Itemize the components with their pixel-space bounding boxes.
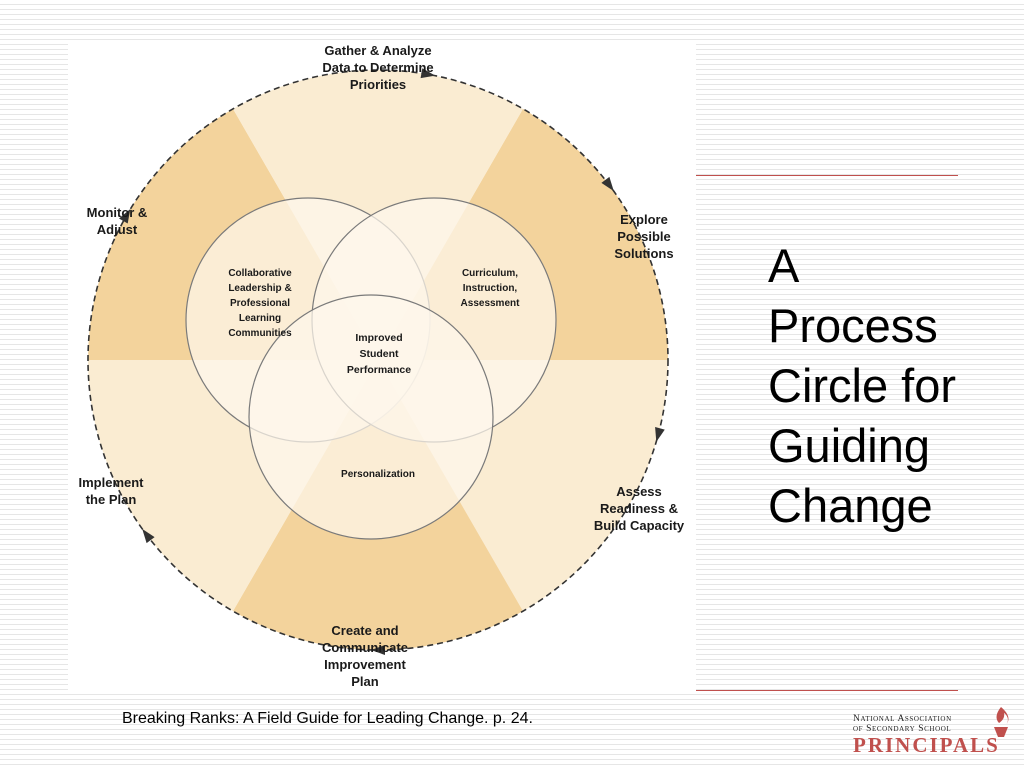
sector-wedge bbox=[213, 70, 543, 360]
cycle-step-label: Create and bbox=[331, 623, 398, 638]
title-line: Process bbox=[768, 299, 938, 352]
venn-label-center: Performance bbox=[347, 364, 411, 376]
torch-flame-icon bbox=[994, 707, 1009, 737]
cycle-step-label: Assess bbox=[616, 484, 662, 499]
cycle-arrowhead bbox=[655, 427, 665, 442]
venn-label-right: Curriculum, bbox=[462, 268, 518, 279]
venn-label-left: Professional bbox=[230, 298, 290, 309]
cycle-step-label: Build Capacity bbox=[594, 518, 685, 533]
cycle-step-label: Gather & Analyze bbox=[324, 43, 431, 58]
logo-line-1: National Association bbox=[853, 714, 952, 724]
title-line: Guiding bbox=[768, 419, 930, 472]
venn-label-right: Instruction, bbox=[463, 283, 518, 294]
title-line: A bbox=[768, 239, 800, 292]
venn-circle-bottom bbox=[248, 294, 494, 540]
cycle-arrowhead bbox=[119, 208, 131, 224]
cycle-step-label: Implement bbox=[78, 475, 144, 490]
logo-line-2: of Secondary School bbox=[853, 724, 952, 734]
cycle-step-label: Communicate bbox=[322, 640, 408, 655]
venn-label-center: Student bbox=[359, 348, 399, 360]
cycle-step-label: Possible bbox=[617, 229, 670, 244]
cycle-step-label: Solutions bbox=[614, 246, 673, 261]
nassp-logo: National Association of Secondary School… bbox=[853, 705, 1018, 757]
title-line: Change bbox=[768, 479, 933, 532]
source-citation: Breaking Ranks: A Field Guide for Leadin… bbox=[122, 710, 533, 727]
cycle-step-label: Improvement bbox=[324, 657, 406, 672]
cycle-arrowhead bbox=[420, 68, 436, 79]
venn-label-left: Leadership & bbox=[228, 283, 291, 294]
cycle-step-label: Monitor & bbox=[87, 205, 148, 220]
venn-label-bottom: Personalization bbox=[341, 469, 415, 480]
cycle-arrowhead bbox=[371, 645, 385, 655]
cycle-step-label: Plan bbox=[351, 674, 379, 689]
title-line: Circle for bbox=[768, 359, 957, 412]
cycle-step-label: the Plan bbox=[86, 492, 137, 507]
cycle-step-label: Adjust bbox=[97, 222, 138, 237]
cycle-arrowhead bbox=[601, 176, 614, 192]
cycle-step-label: Data to Determine bbox=[322, 60, 433, 75]
cycle-arrowhead bbox=[142, 528, 155, 544]
venn-label-left: Learning bbox=[239, 313, 281, 324]
venn-label-left: Collaborative bbox=[228, 268, 292, 279]
venn-label-center: Improved bbox=[355, 332, 402, 344]
cycle-step-label: Readiness & bbox=[600, 501, 678, 516]
logo-principals: PRINCIPALS bbox=[853, 733, 1000, 757]
venn-label-right: Assessment bbox=[461, 298, 521, 309]
slide-title: A Process Circle for Guiding Change bbox=[768, 236, 1018, 536]
cycle-step-label: Priorities bbox=[350, 77, 406, 92]
venn-label-left: Communities bbox=[228, 328, 292, 339]
cycle-step-label: Explore bbox=[620, 212, 668, 227]
